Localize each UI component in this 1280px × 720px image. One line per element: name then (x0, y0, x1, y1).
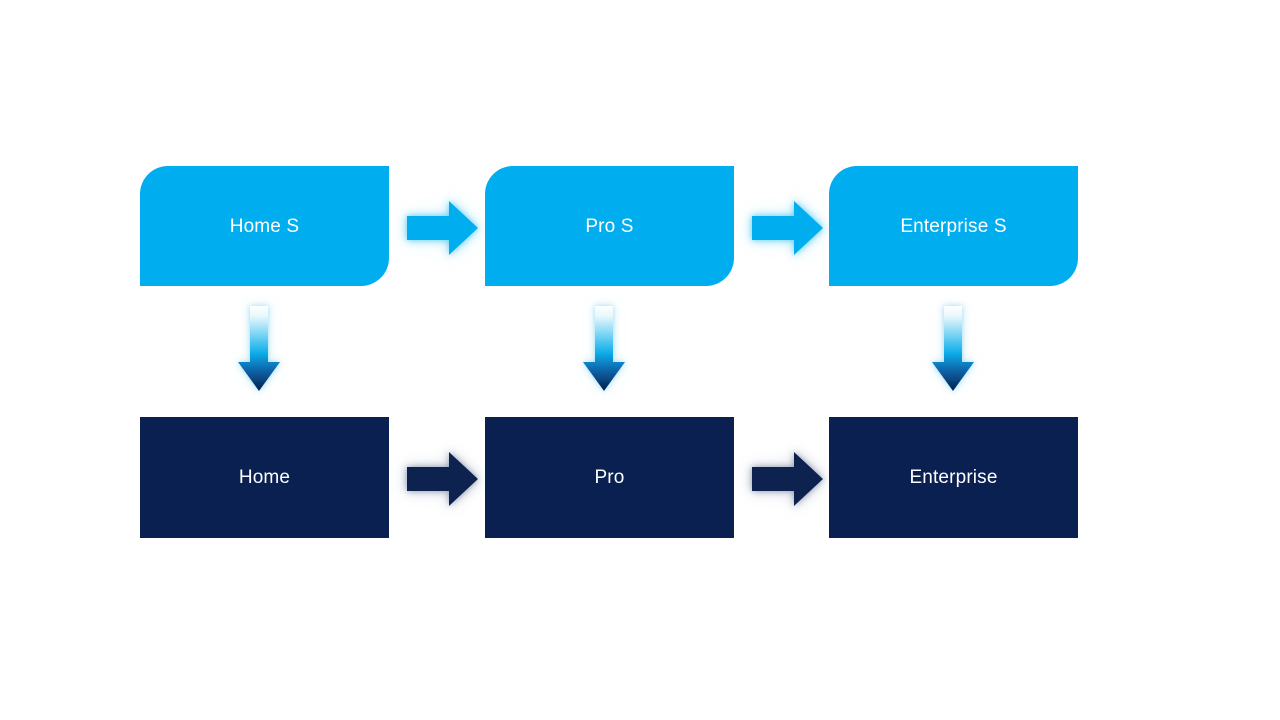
node-pro-s[interactable]: Pro S (485, 166, 734, 286)
arrow-home-s-to-home-icon (238, 306, 280, 391)
arrow-pro-s-to-pro-icon (583, 306, 625, 391)
node-enterprise-s-label: Enterprise S (900, 215, 1007, 237)
arrow-pro-to-enterprise-icon (752, 452, 823, 506)
node-home[interactable]: Home (140, 417, 389, 538)
node-home-label: Home (238, 467, 291, 488)
arrow-pro-s-to-enterprise-s-icon (752, 201, 823, 255)
node-home-s[interactable]: Home S (140, 166, 389, 286)
arrow-enterprise-s-to-enterprise-icon (932, 306, 974, 391)
node-home-s-label: Home S (229, 215, 300, 237)
node-pro-label: Pro (594, 467, 625, 488)
node-enterprise[interactable]: Enterprise (829, 417, 1078, 538)
node-enterprise-label: Enterprise (909, 467, 998, 488)
arrow-home-to-pro-icon (407, 452, 478, 506)
node-pro-s-label: Pro S (585, 215, 634, 237)
arrow-home-s-to-pro-s-icon (407, 201, 478, 255)
node-pro[interactable]: Pro (485, 417, 734, 538)
node-enterprise-s[interactable]: Enterprise S (829, 166, 1078, 286)
